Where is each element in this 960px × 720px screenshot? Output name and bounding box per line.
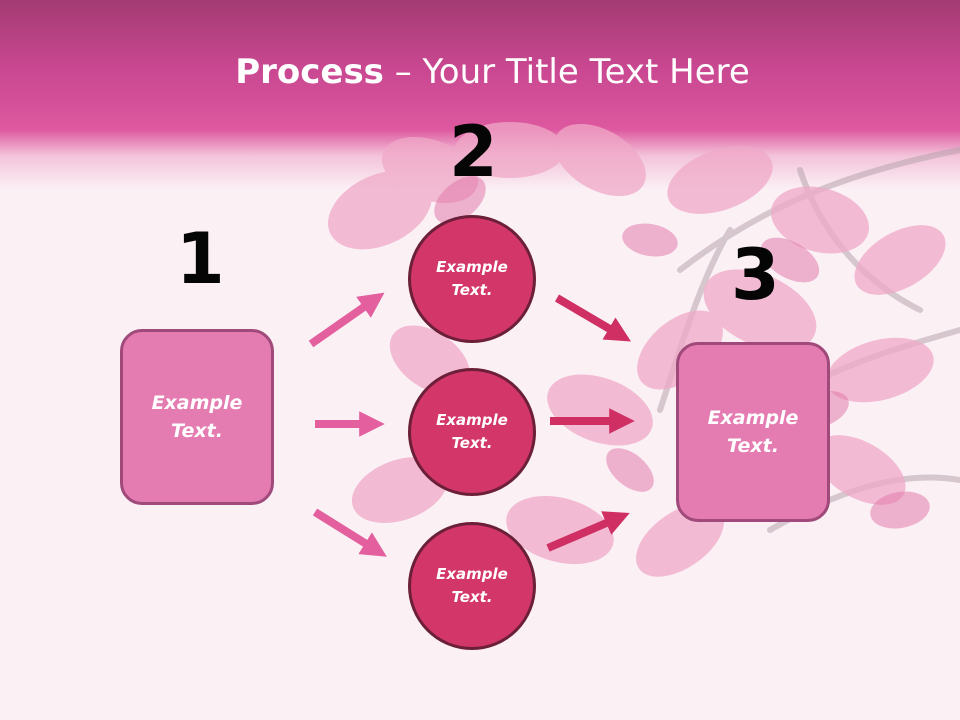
circle-top-line1: Example xyxy=(436,257,508,276)
circle-bottom-line1: Example xyxy=(436,564,508,583)
step-1-line1: Example xyxy=(151,391,243,414)
arrow-1-to-circle-top xyxy=(308,292,385,348)
circle-bottom-line2: Text. xyxy=(451,588,493,606)
title-rest: – Your Title Text Here xyxy=(383,52,750,92)
circle-middle-line2: Text. xyxy=(451,434,493,452)
step-2-circle-bottom: Example Text. xyxy=(408,522,536,650)
circle-middle-line1: Example xyxy=(436,410,508,429)
arrow-circle-bottom-to-3 xyxy=(546,511,630,552)
arrow-1-to-circle-bottom xyxy=(312,508,387,557)
step-1-box: Example Text. xyxy=(120,329,274,505)
slide-title: Process – Your Title Text Here xyxy=(0,52,960,92)
step-3-line2: Text. xyxy=(727,435,779,457)
step-3-line1: Example xyxy=(707,406,799,429)
step-number-3: 3 xyxy=(731,234,780,316)
arrow-circle-top-to-3 xyxy=(554,294,632,342)
step-number-1: 1 xyxy=(176,218,225,300)
step-number-2: 2 xyxy=(449,111,498,193)
step-2-circle-top: Example Text. xyxy=(408,215,536,343)
title-bold: Process xyxy=(235,52,384,92)
step-2-circle-middle: Example Text. xyxy=(408,368,536,496)
step-1-line2: Text. xyxy=(171,420,223,442)
circle-top-line2: Text. xyxy=(451,281,493,299)
step-3-box: Example Text. xyxy=(676,342,830,522)
